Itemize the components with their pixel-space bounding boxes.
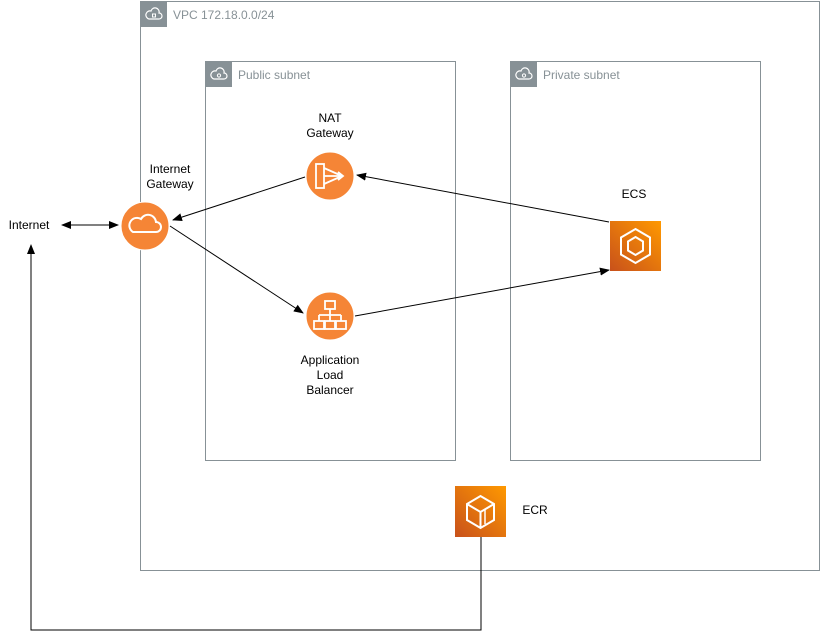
ecr-icon bbox=[455, 486, 506, 537]
private-subnet-group: Private subnet bbox=[510, 61, 761, 461]
internet-label: Internet bbox=[8, 218, 50, 232]
cloud-icon bbox=[120, 201, 170, 251]
edge-igw-alb bbox=[169, 225, 304, 314]
public-subnet-cloud-icon bbox=[206, 62, 232, 87]
edge-ecs-nat bbox=[356, 172, 610, 223]
internet-gateway-node[interactable] bbox=[120, 201, 170, 251]
nat-gateway-node[interactable] bbox=[305, 151, 355, 201]
load-balancer-icon bbox=[305, 291, 355, 341]
vpc-cloud-icon bbox=[141, 2, 167, 27]
ecs-node[interactable] bbox=[610, 221, 661, 271]
vpc-group: VPC 172.18.0.0/24 bbox=[140, 1, 820, 571]
edge-nat-igw bbox=[172, 176, 306, 222]
public-subnet-label: Public subnet bbox=[238, 68, 311, 82]
ecr-node[interactable] bbox=[455, 486, 506, 537]
private-subnet-cloud-icon bbox=[511, 62, 537, 87]
nat-gateway-icon bbox=[305, 151, 355, 201]
igw-label: Internet Gateway bbox=[146, 162, 194, 191]
alb-label: Application Load Balancer bbox=[300, 353, 360, 397]
ecr-label: ECR bbox=[522, 503, 548, 517]
ecs-icon bbox=[610, 221, 661, 271]
ecs-label: ECS bbox=[621, 187, 647, 201]
private-subnet-label: Private subnet bbox=[543, 68, 620, 82]
public-subnet-group: Public subnet bbox=[205, 61, 456, 461]
alb-node[interactable] bbox=[305, 291, 355, 341]
edge-alb-ecs bbox=[354, 267, 610, 317]
nat-label: NAT Gateway bbox=[306, 111, 354, 140]
vpc-label: VPC 172.18.0.0/24 bbox=[173, 8, 275, 22]
edge-ecr-internet bbox=[27, 244, 482, 631]
